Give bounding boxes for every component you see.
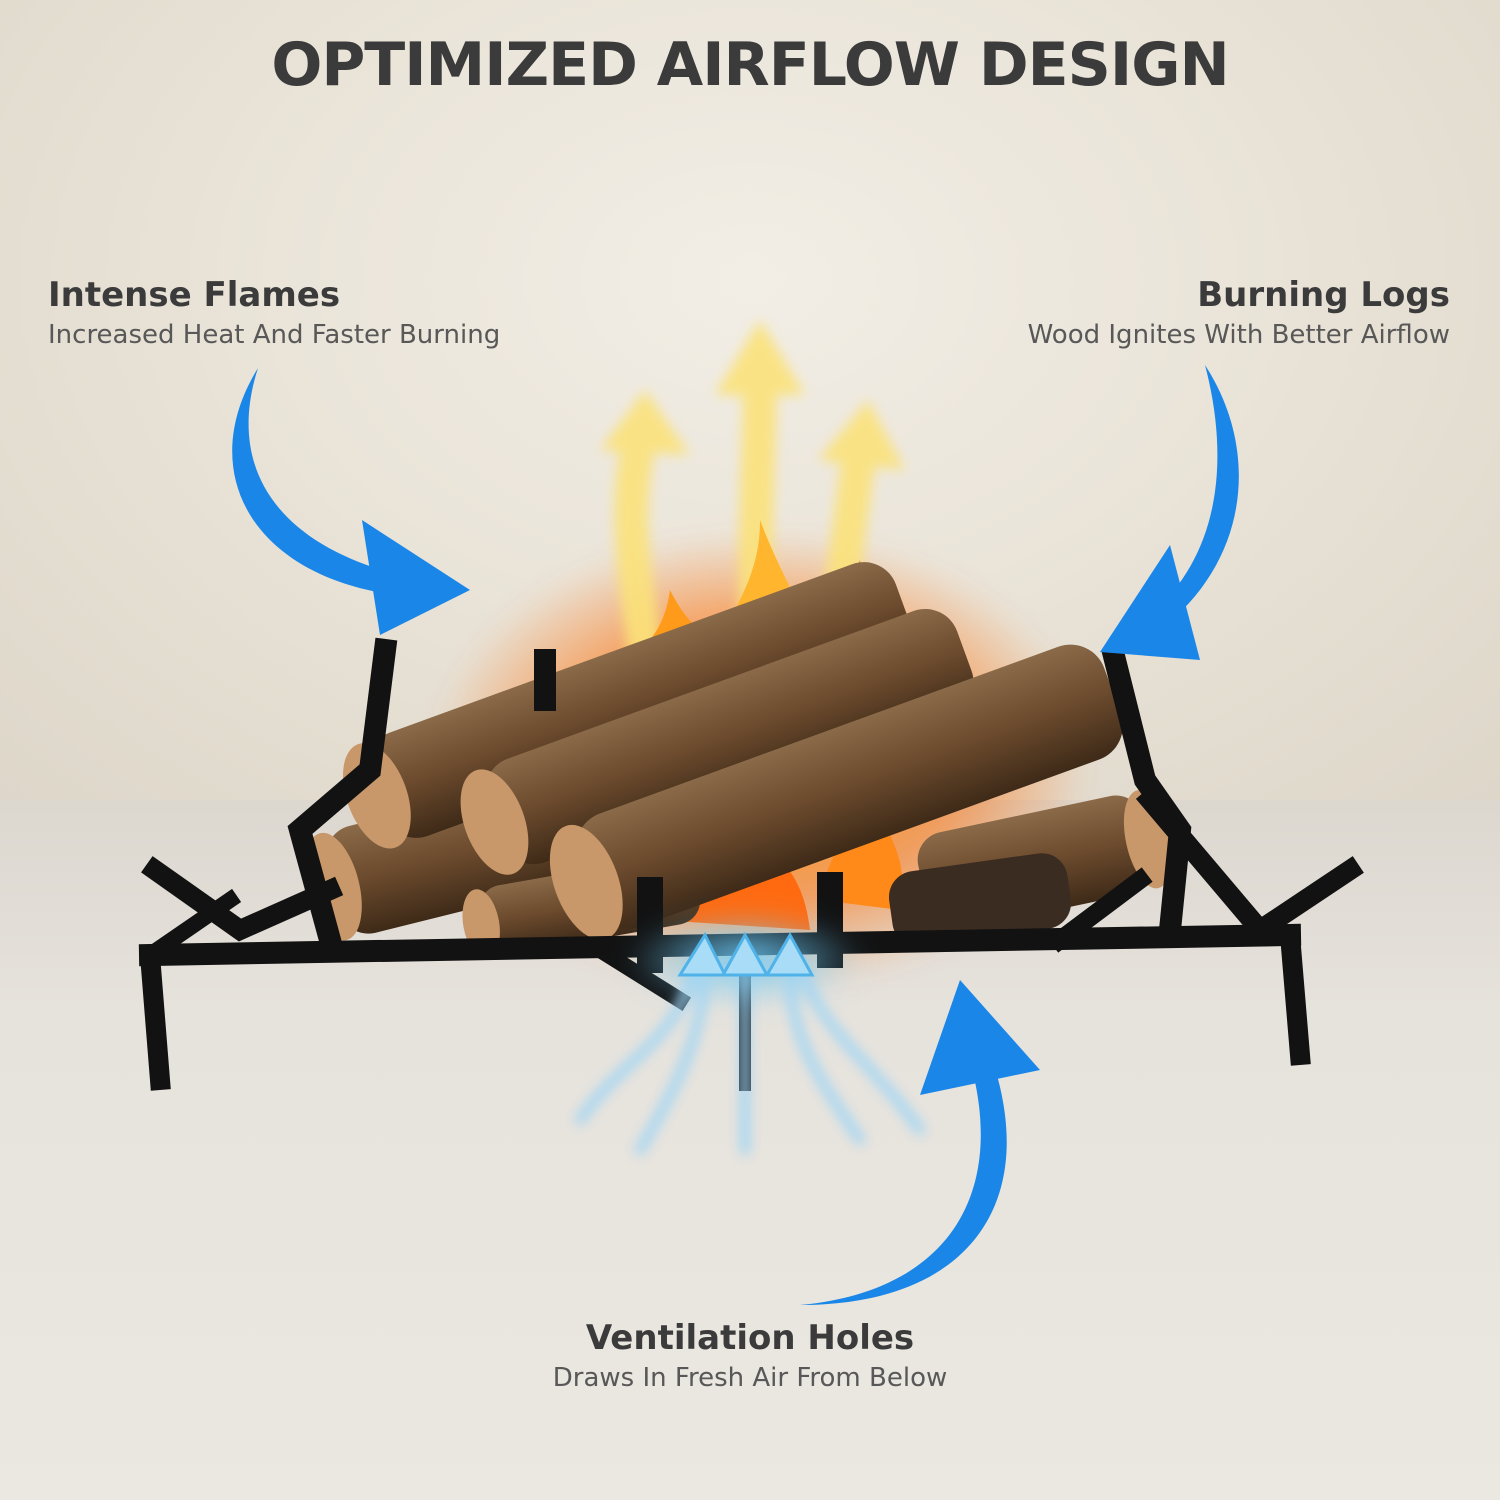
callout-subtitle: Wood Ignites With Better Airflow <box>1027 319 1450 350</box>
callout-subtitle: Draws In Fresh Air From Below <box>552 1362 948 1393</box>
callout-title: Burning Logs <box>1197 275 1450 315</box>
callout-subtitle: Increased Heat And Faster Burning <box>48 319 501 350</box>
callout-ventilation-holes: Ventilation Holes Draws In Fresh Air Fro… <box>0 1318 1500 1393</box>
callout-burning-logs: Burning Logs Wood Ignites With Better Ai… <box>1028 275 1450 350</box>
curved-arrow-icon <box>232 368 470 635</box>
curved-arrow-icon <box>800 980 1040 1305</box>
airflow-arrow-icon <box>575 960 925 1155</box>
callout-intense-flames: Intense Flames Increased Heat And Faster… <box>48 275 500 350</box>
callout-title: Ventilation Holes <box>585 1318 915 1358</box>
curved-arrow-icon <box>1100 365 1239 660</box>
page-title: OPTIMIZED AIRFLOW DESIGN <box>271 30 1229 100</box>
airflow-arrowheads <box>677 931 815 977</box>
callout-title: Intense Flames <box>48 275 341 315</box>
